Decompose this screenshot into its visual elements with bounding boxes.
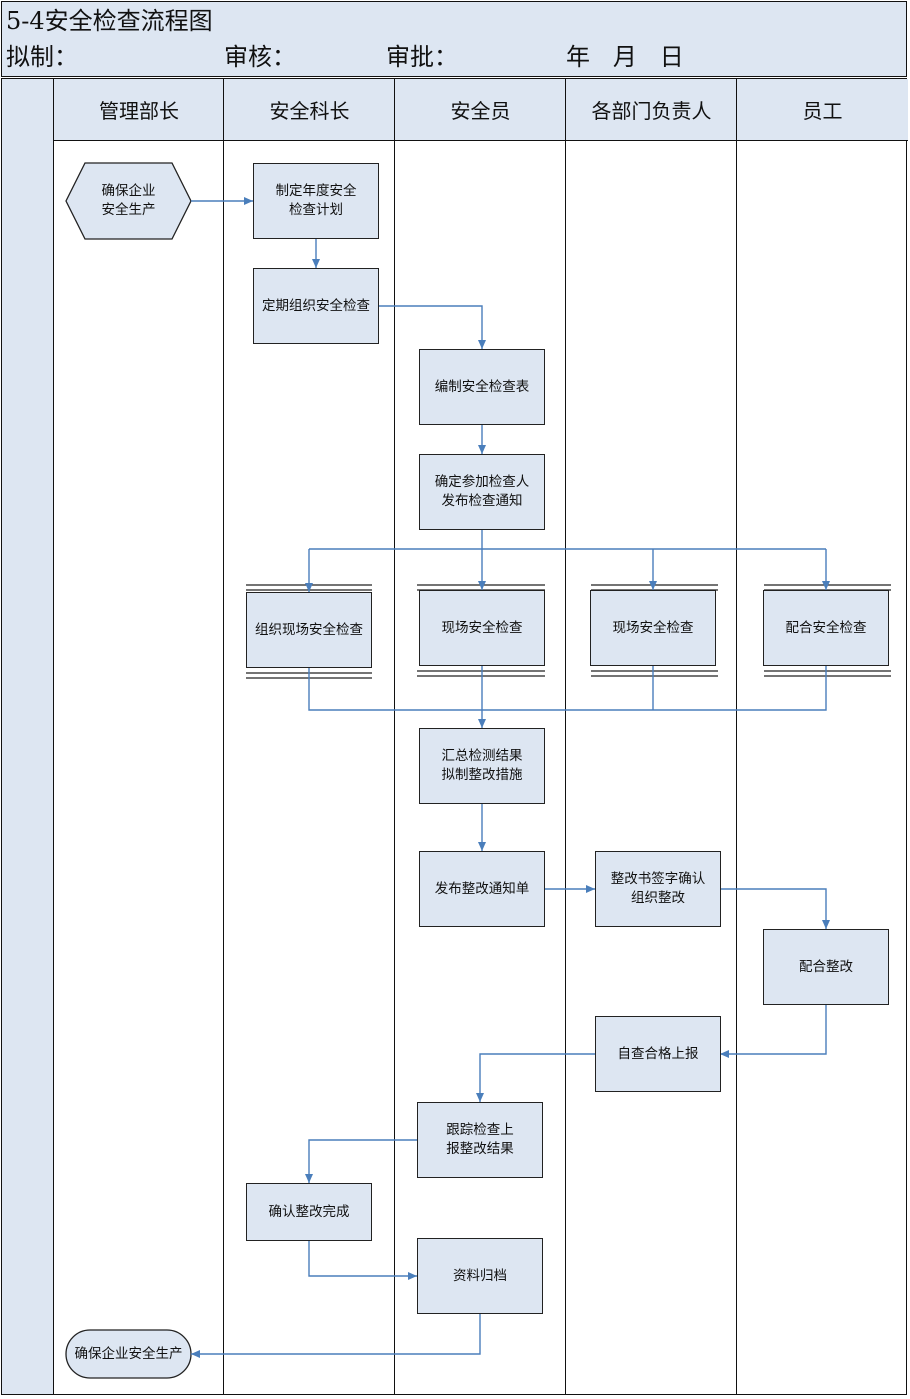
node-site-check-dept: 现场安全检查 (590, 590, 716, 666)
arrow-archive-end (191, 1314, 481, 1358)
node-start: 确保企业 安全生产 (101, 183, 156, 218)
lane-header-safety-officer: 安全员 (395, 79, 566, 141)
node-summarize-results: 汇总检测结果 拟制整改措施 (419, 728, 545, 804)
lane-header-safety-chief: 安全科长 (224, 79, 395, 141)
merge-left (308, 668, 482, 711)
lane-divider (394, 79, 395, 1394)
lane-header-management: 管理部长 (54, 79, 224, 141)
node-periodic-check: 定期组织安全检查 (253, 268, 379, 344)
node-cooperate-check: 配合安全检查 (763, 590, 889, 666)
node-confirm-complete: 确认整改完成 (246, 1183, 372, 1241)
node-compile-checklist: 编制安全检查表 (419, 349, 545, 425)
arrow-confirm-archive (308, 1241, 417, 1280)
arrow-periodic-compile (379, 305, 486, 349)
lane-header-staff: 员工 (737, 79, 908, 141)
node-organize-site-check: 组织现场安全检查 (246, 592, 372, 668)
draft-label: 拟制： (6, 43, 78, 71)
header-block: 5-4安全检查流程图 拟制： 审核： 审批： 年 月 日 (1, 1, 907, 77)
node-self-check-report: 自查合格上报 (595, 1016, 721, 1092)
arrow-cooperate-selfcheck (720, 1005, 827, 1058)
node-annual-plan: 制定年度安全 检查计划 (253, 163, 379, 239)
lane-divider (736, 79, 737, 1394)
node-site-check-officer: 现场安全检查 (419, 590, 545, 666)
node-cooperate-rectify: 配合整改 (763, 929, 889, 1005)
date-label: 年 月 日 (566, 43, 684, 71)
node-sign-rectify: 整改书签字确认 组织整改 (595, 851, 721, 927)
arrow-selfcheck-track (476, 1053, 595, 1102)
merge-right (482, 666, 827, 711)
node-archive: 资料归档 (417, 1238, 543, 1314)
review-label: 审核： (224, 43, 296, 71)
node-end: 确保企业安全生产 (74, 1345, 183, 1362)
approve-label: 审批： (386, 43, 458, 71)
start-hexagon (65, 162, 192, 240)
lane-divider (565, 79, 566, 1394)
arrow-sign-cooperate (720, 888, 830, 929)
left-strip (2, 79, 54, 1394)
node-track-report: 跟踪检查上 报整改结果 (417, 1102, 543, 1178)
lane-divider (223, 79, 224, 1394)
diagram-title: 5-4安全检查流程图 (6, 7, 213, 35)
arrow-track-confirm (305, 1139, 417, 1183)
node-participants-notice: 确定参加检查人 发布检查通知 (419, 454, 545, 530)
lane-header-dept-heads: 各部门负责人 (566, 79, 737, 141)
node-publish-notice: 发布整改通知单 (419, 851, 545, 927)
